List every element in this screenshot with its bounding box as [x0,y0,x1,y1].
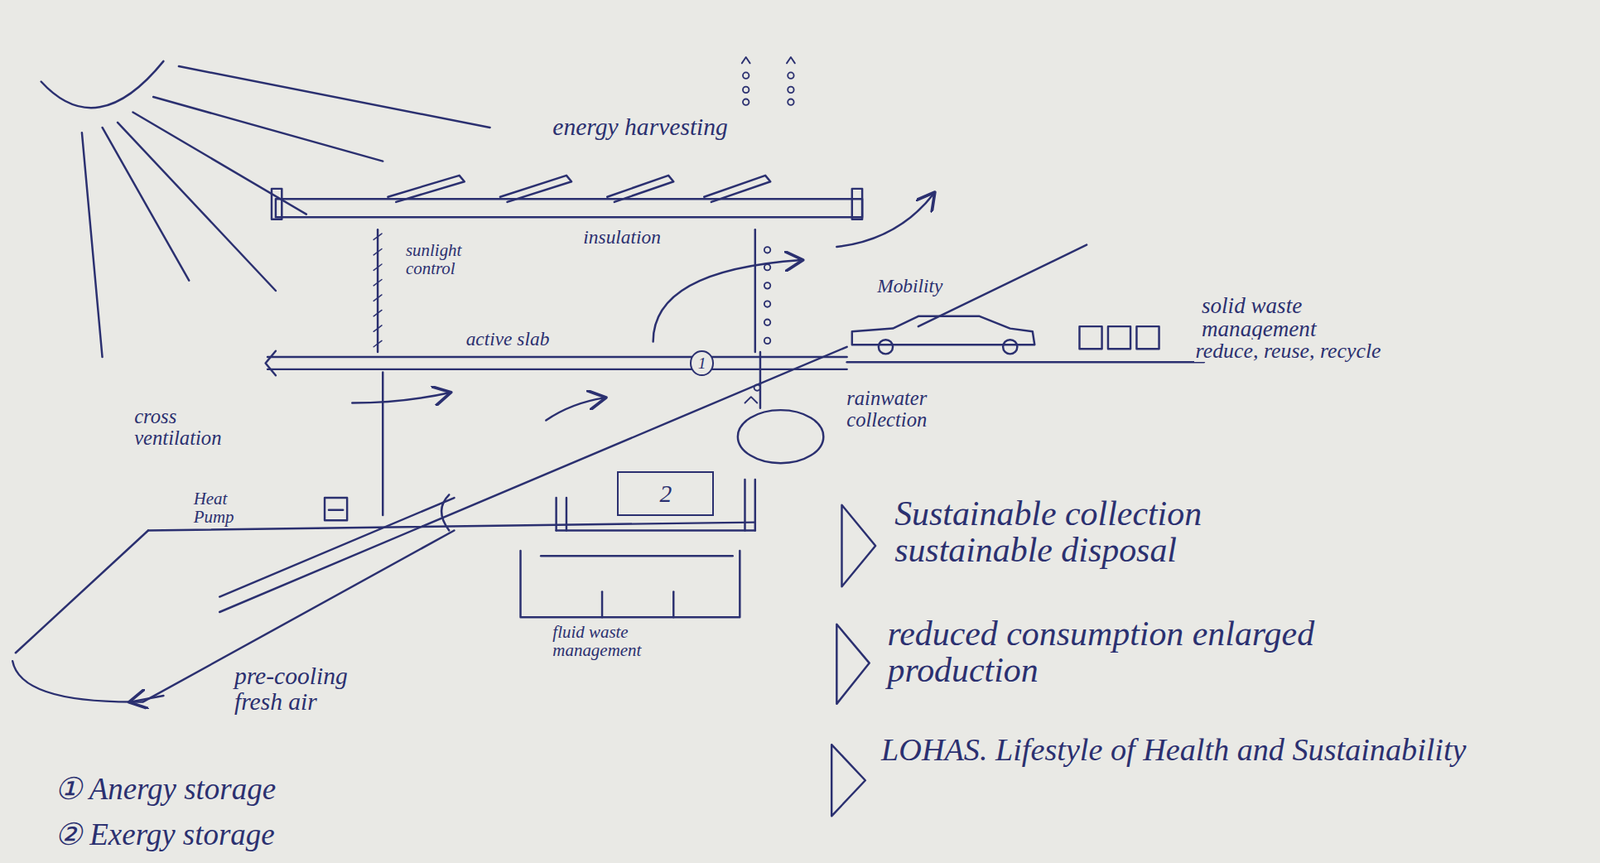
sketch-label: cross ventilation [132,405,259,449]
sketch-label: insulation [581,226,663,248]
sketch-label: reduce, reuse, recycle [1194,339,1384,362]
sketch-label: LOHAS. Lifestyle of Health and Sustainab… [879,732,1480,767]
storage-box: 2 [616,471,714,516]
callout-number: 1 [698,353,707,373]
sketch-label: ① Anergy storage [53,773,278,806]
sketch-label: Mobility [875,275,945,297]
sketch-label: sunlight control [404,240,500,278]
sketch-label: fluid waste management [550,622,677,660]
sketch-label: solid waste management [1200,293,1398,342]
callout-number: 2 [660,480,673,508]
sketch-label: pre-cooling fresh air [232,663,390,715]
sketch-label: reduced consumption enlarged production [886,615,1355,689]
sketch-label: Sustainable collection sustainable dispo… [892,495,1361,569]
sketch-label: ② Exergy storage [53,819,277,852]
callout-circle: 1 [689,350,715,376]
sketch-label: Heat Pump [192,489,267,526]
sketch-label: active slab [464,328,552,350]
sketch-label: energy harvesting [550,114,730,140]
sketch-label: rainwater collection [844,387,971,431]
